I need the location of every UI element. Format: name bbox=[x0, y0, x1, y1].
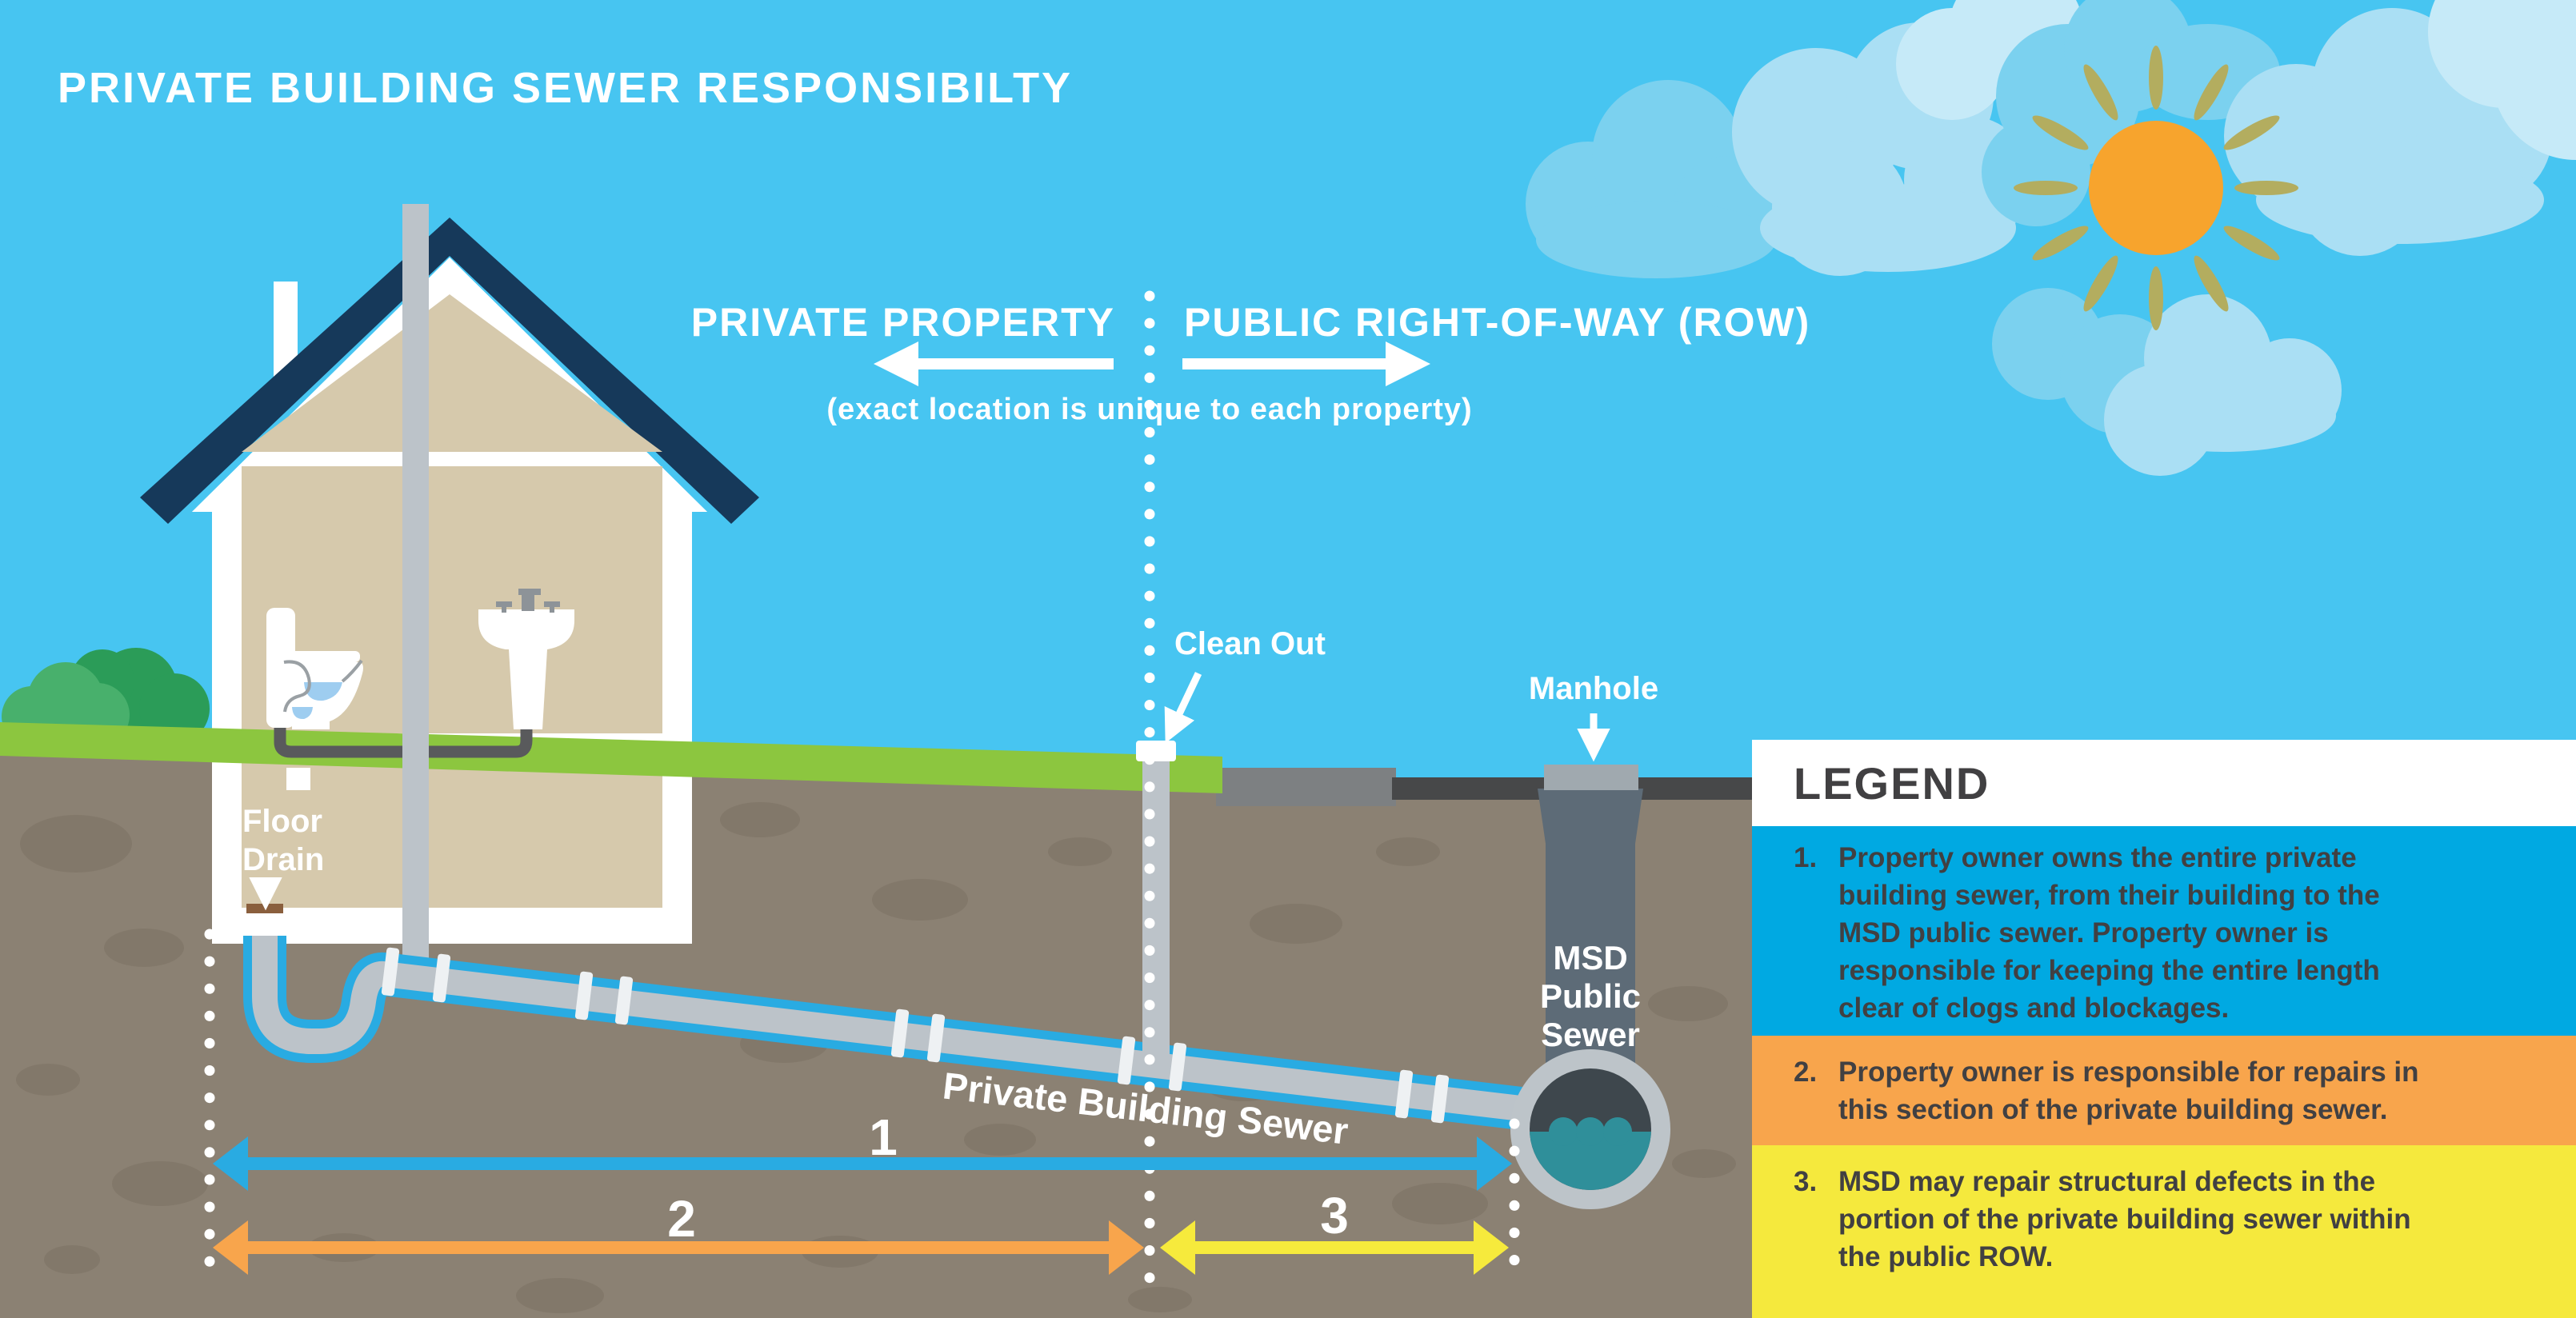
sidewalk bbox=[1216, 768, 1396, 806]
manhole-structure: MSD Public Sewer bbox=[1510, 765, 1670, 1209]
floor-drain-flange bbox=[235, 912, 294, 936]
sewer-pipe-core bbox=[252, 934, 1550, 1124]
sink-icon bbox=[478, 589, 574, 729]
private-property-label: PRIVATE PROPERTY bbox=[691, 300, 1115, 345]
marker-2-label: 2 bbox=[667, 1190, 696, 1248]
clean-out-arrow bbox=[1164, 672, 1202, 744]
floor-drain-label-line1: Floor bbox=[242, 804, 322, 839]
legend-item-2: 2. Property owner is responsible for rep… bbox=[1752, 1036, 2576, 1145]
page-title: PRIVATE BUILDING SEWER RESPONSIBILTY bbox=[58, 64, 1073, 112]
legend-item-1: 1. Property owner owns the entire privat… bbox=[1752, 826, 2576, 1036]
marker-1-label: 1 bbox=[869, 1108, 898, 1166]
bush-icon bbox=[2, 648, 210, 747]
msd-sewer-label-line1: MSD bbox=[1553, 939, 1627, 977]
legend-item-3-number: 3. bbox=[1794, 1166, 1818, 1197]
dotted-lines bbox=[204, 290, 1520, 1284]
legend-item-1-number: 1. bbox=[1794, 842, 1818, 873]
manhole-label: Manhole bbox=[1529, 671, 1658, 706]
legend-heading: LEGEND bbox=[1752, 740, 2576, 826]
legend-item-3: 3. MSD may repair structural defects in … bbox=[1752, 1145, 2576, 1318]
measure-arrow-3 bbox=[1160, 1220, 1509, 1275]
measure-arrow-2 bbox=[213, 1220, 1144, 1275]
measure-arrow-1 bbox=[213, 1136, 1512, 1191]
msd-sewer-label-line2: Public bbox=[1540, 977, 1641, 1015]
clouds bbox=[1526, 0, 2576, 476]
vent-stack-pipe bbox=[402, 204, 429, 988]
pipe-joints bbox=[381, 947, 1450, 1124]
legend-panel: LEGEND 1. Property owner owns the entire… bbox=[1752, 740, 2576, 1318]
legend-item-2-number: 2. bbox=[1794, 1056, 1818, 1088]
zone-note: (exact location is unique to each proper… bbox=[826, 393, 1472, 426]
marker-3-label: 3 bbox=[1320, 1187, 1349, 1244]
building-sewer bbox=[235, 904, 1551, 1133]
fixtures bbox=[266, 589, 574, 758]
floor-drain-cap bbox=[246, 904, 283, 913]
legend-item-2-text: Property owner is responsible for repair… bbox=[1838, 1056, 2419, 1125]
manhole-lid bbox=[1544, 765, 1638, 790]
attic-wall-tan bbox=[242, 294, 662, 452]
floor-drain-label-line2: Drain bbox=[242, 842, 324, 877]
sun-icon bbox=[2014, 46, 2298, 330]
public-row-label: PUBLIC RIGHT-OF-WAY (ROW) bbox=[1184, 300, 1810, 345]
clean-out-pipe bbox=[1136, 741, 1176, 1064]
zone-arrow-right bbox=[1182, 341, 1430, 386]
clean-out-label: Clean Out bbox=[1174, 626, 1326, 661]
legend-item-3-text: MSD may repair structural defects in the… bbox=[1838, 1166, 2411, 1272]
basement-wall-tan bbox=[242, 760, 662, 908]
manhole-shaft bbox=[1538, 789, 1643, 1072]
toilet-icon bbox=[266, 608, 363, 729]
legend-heading-text: LEGEND bbox=[1794, 757, 1990, 809]
zone-arrow-left bbox=[874, 341, 1114, 386]
basement-window bbox=[286, 768, 310, 790]
legend-item-1-text: Property owner owns the entire private b… bbox=[1838, 842, 2380, 1024]
msd-sewer-label-line3: Sewer bbox=[1541, 1016, 1640, 1053]
grass bbox=[0, 722, 1222, 793]
